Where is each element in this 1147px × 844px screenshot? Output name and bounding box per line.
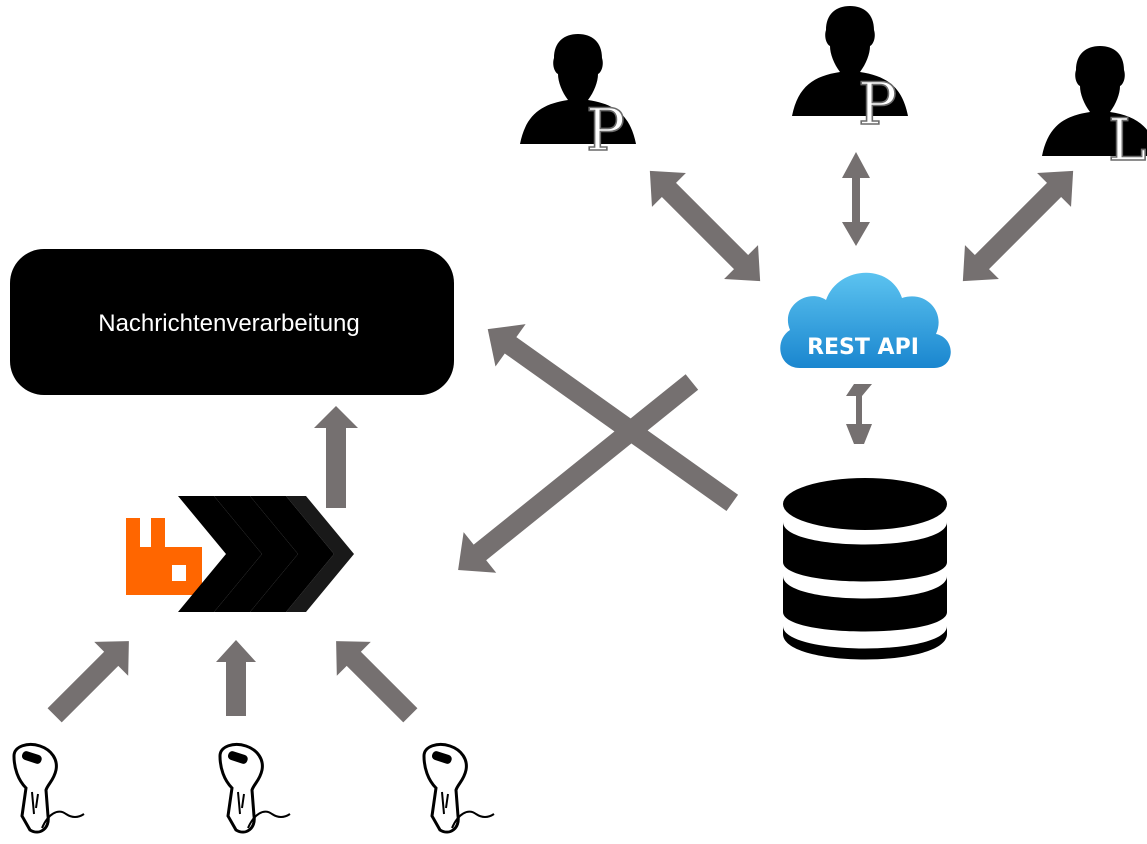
users: P P L bbox=[520, 6, 1147, 175]
barcode-scanner-icon bbox=[422, 742, 496, 834]
user-2-badge: P bbox=[858, 70, 897, 138]
barcode-scanner-icon bbox=[12, 742, 86, 834]
processing-box-shape bbox=[10, 249, 454, 395]
rest-api-cloud: REST API bbox=[780, 272, 951, 368]
user-2: P bbox=[792, 6, 908, 139]
message-broker bbox=[126, 496, 354, 612]
barcode-scanner-icon bbox=[218, 742, 292, 834]
arrow-scanner-2-to-broker bbox=[216, 640, 256, 716]
arrow-api-database bbox=[846, 384, 872, 444]
arrow-scanner-1-to-broker bbox=[47, 641, 129, 723]
message-processing-box: Nachrichtenverarbeitung bbox=[10, 249, 454, 395]
scanners bbox=[12, 742, 496, 834]
arrow-database-to-processing bbox=[487, 324, 739, 512]
arrows bbox=[47, 152, 1074, 723]
rabbitmq-logo-icon bbox=[126, 518, 202, 595]
arrow-user-2-api bbox=[842, 152, 870, 246]
user-1: P bbox=[520, 34, 636, 165]
arrow-user-1-api bbox=[649, 170, 761, 282]
arrow-api-to-broker bbox=[458, 374, 699, 573]
database bbox=[783, 478, 947, 660]
database-icon bbox=[783, 478, 947, 660]
processing-box-label: Nachrichtenverarbeitung bbox=[98, 310, 359, 337]
arrow-scanner-3-to-broker bbox=[336, 641, 418, 723]
rest-api-label: REST API bbox=[807, 335, 919, 360]
user-3: L bbox=[1042, 46, 1147, 175]
arrow-user-3-api bbox=[962, 170, 1074, 282]
queue-chevrons-icon bbox=[178, 496, 354, 612]
cloud-icon bbox=[780, 272, 951, 368]
rabbitmq-logo-hole bbox=[172, 565, 186, 581]
user-3-badge: L bbox=[1108, 106, 1147, 174]
user-1-badge: P bbox=[586, 96, 625, 164]
arrow-broker-to-processing bbox=[314, 406, 358, 508]
